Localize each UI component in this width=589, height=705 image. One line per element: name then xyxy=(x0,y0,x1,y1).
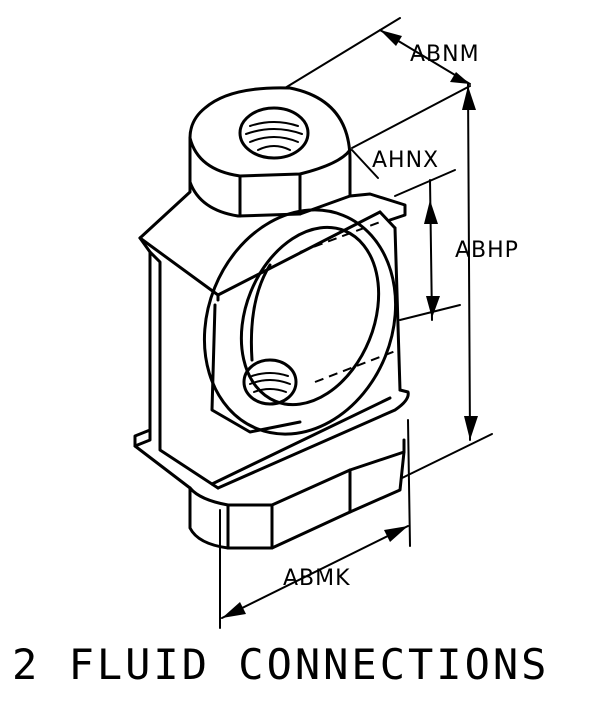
top-thread-hole xyxy=(238,106,310,160)
bore-thread-hole xyxy=(242,358,298,406)
dimension-abnm xyxy=(284,17,471,149)
bottom-flange xyxy=(188,388,410,550)
dimension-abhp xyxy=(401,83,493,479)
dimension-label-ahnx: AHNX xyxy=(372,148,440,173)
front-bore xyxy=(202,208,398,436)
dimension-label-abmk: ABMK xyxy=(283,566,351,591)
figure-caption: 2 FLUID CONNECTIONS xyxy=(12,640,550,689)
dimension-label-abnm: ABNM xyxy=(410,42,480,67)
dimension-ahnx xyxy=(299,149,461,383)
main-body xyxy=(133,180,407,490)
dimension-label-abhp: ABHP xyxy=(455,238,519,263)
dimension-abmk xyxy=(219,419,411,629)
top-boss xyxy=(188,86,352,218)
